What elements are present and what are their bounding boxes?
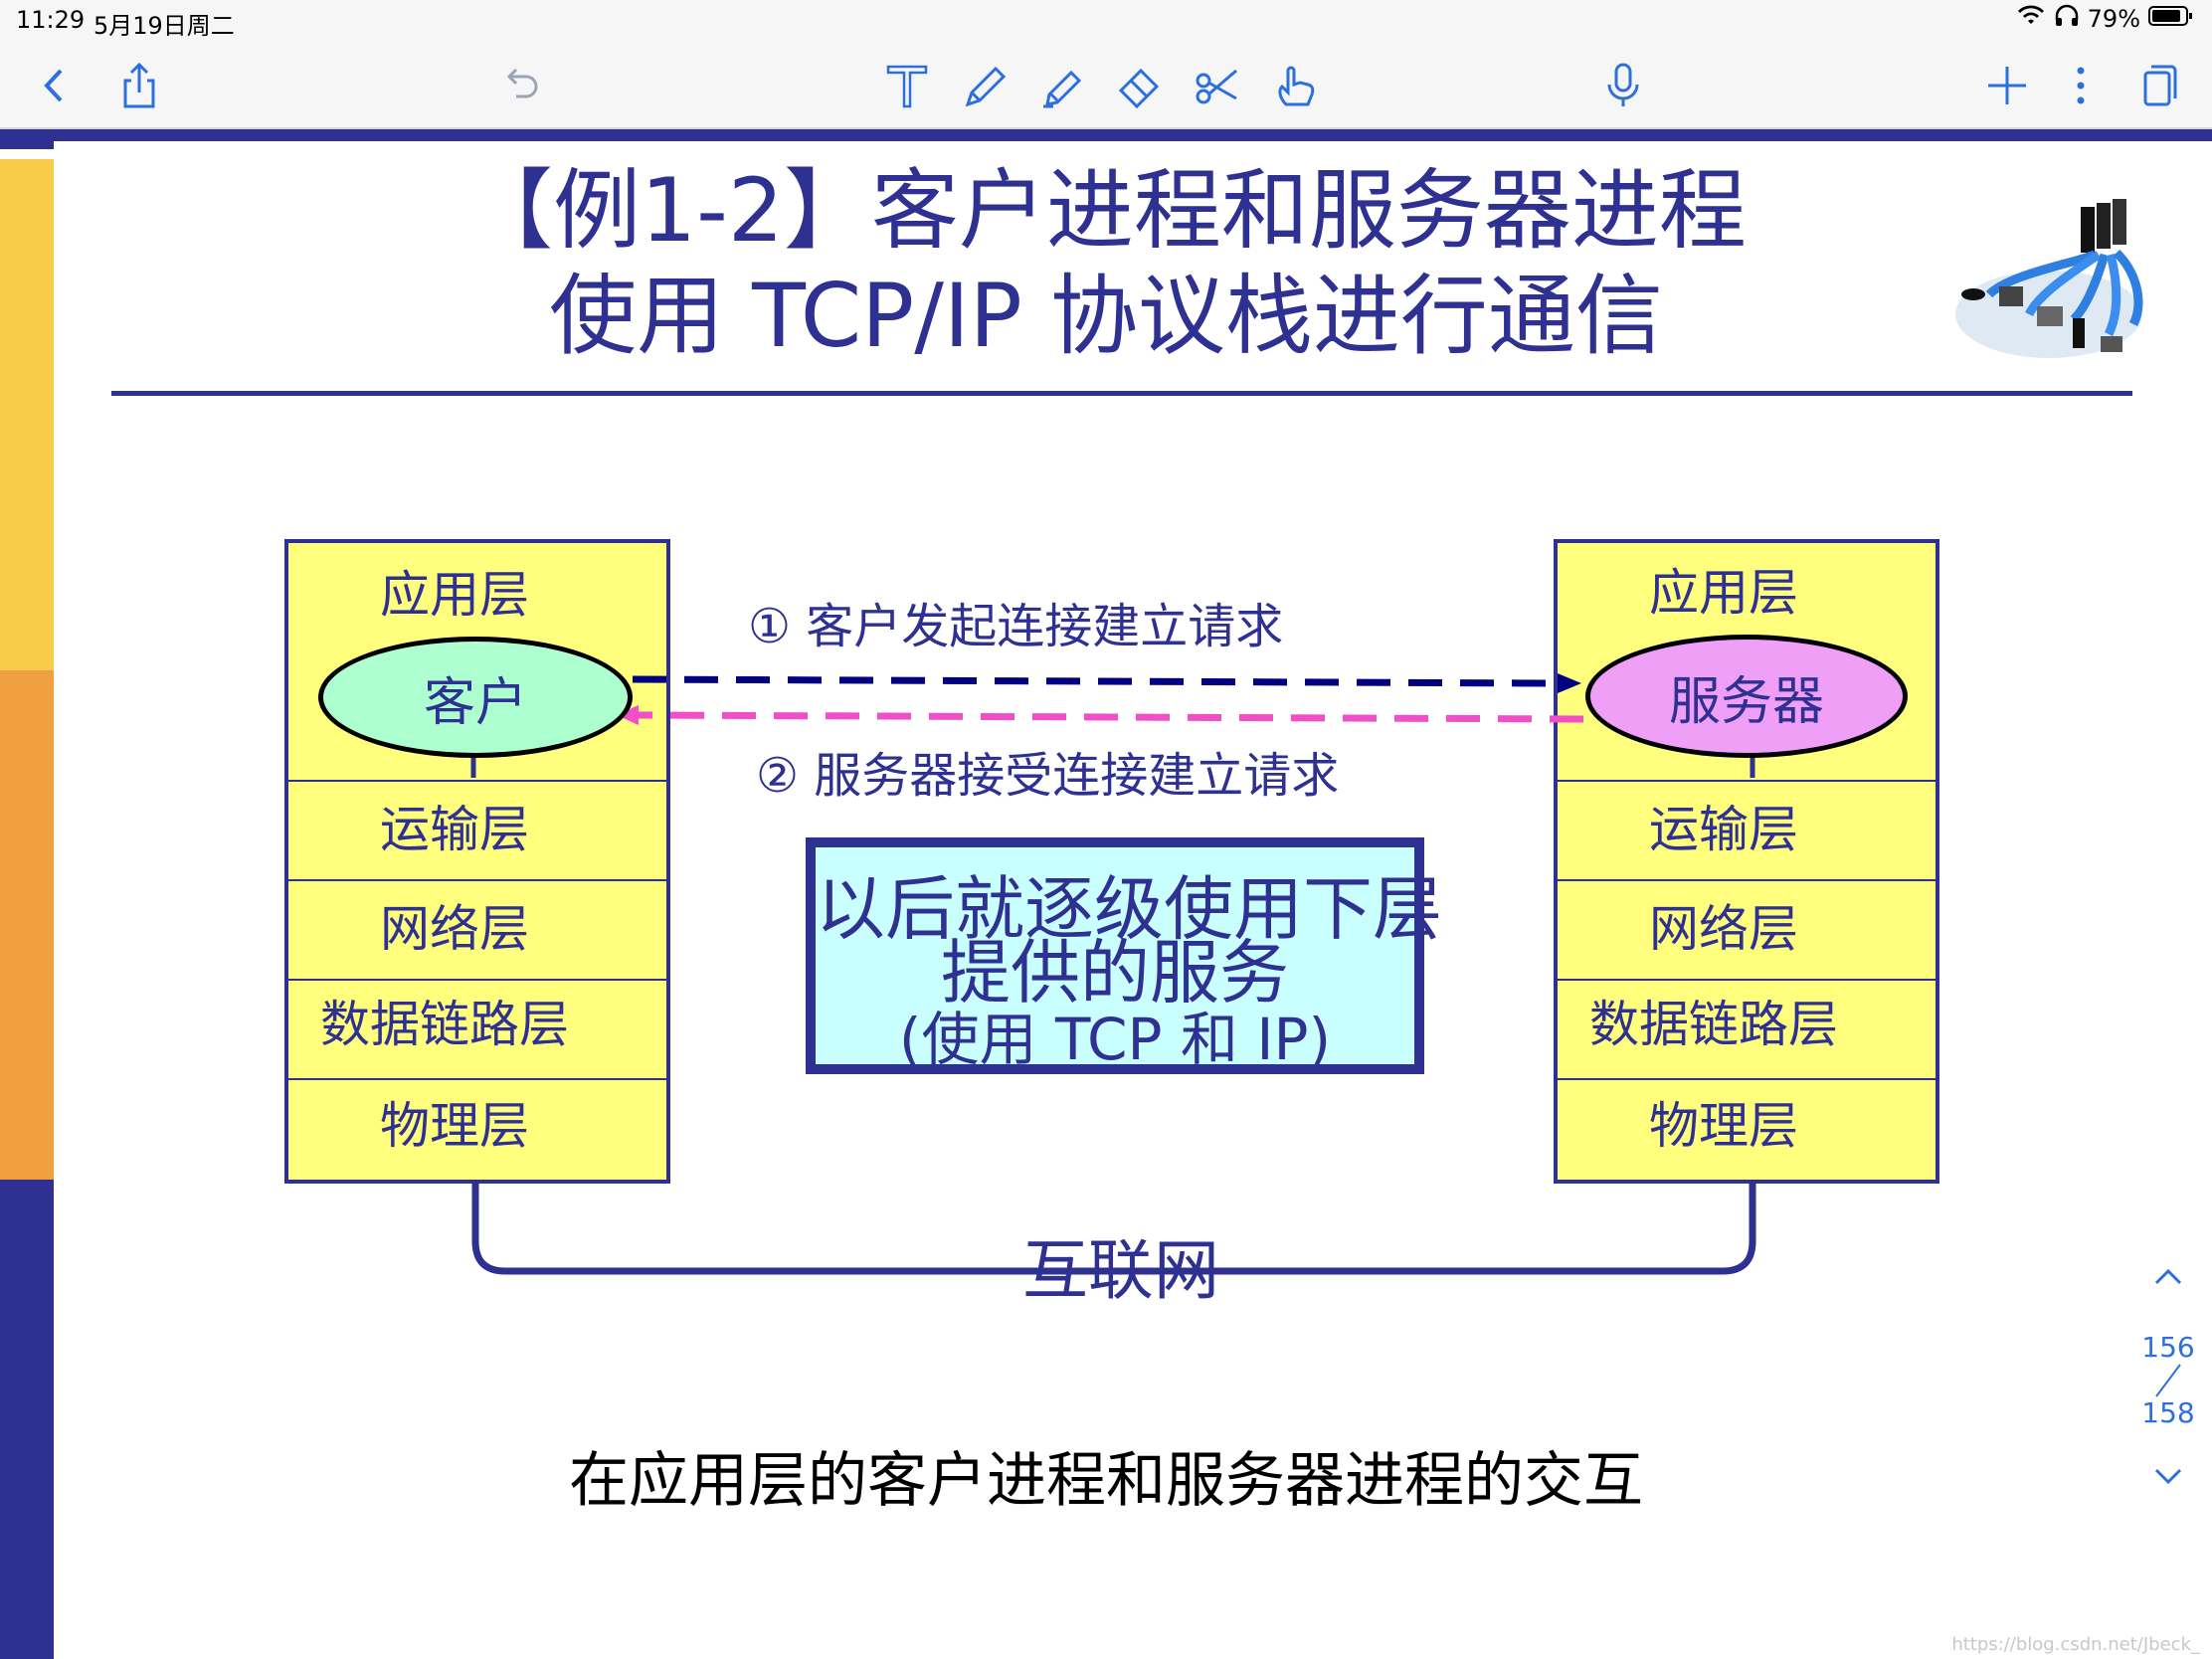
server-layer-physical-row: 物理层: [1558, 1078, 1936, 1178]
client-layer-physical: 物理层: [380, 1097, 529, 1155]
battery-percent: 79%: [2087, 5, 2140, 33]
eraser-icon[interactable]: [1112, 58, 1168, 113]
toolbar: [0, 40, 2212, 129]
server-layer-transport: 运输层: [1649, 801, 1798, 858]
page-total: 158: [2141, 1396, 2195, 1429]
page-current: 156: [2141, 1331, 2195, 1364]
server-layer-application: 应用层: [1649, 564, 1798, 622]
server-process: 服务器: [1585, 635, 1908, 758]
undo-icon[interactable]: [493, 58, 549, 113]
accept-arrow-line: [638, 711, 1584, 723]
left-bar-navy-top: [0, 141, 54, 149]
request-label: ① 客户发起连接建立请求: [748, 599, 1284, 654]
text-tool-icon[interactable]: [879, 58, 935, 113]
microphone-icon[interactable]: [1595, 58, 1651, 113]
add-icon[interactable]: [1979, 58, 2035, 113]
client-layer-network: 网络层: [380, 900, 529, 958]
client-layer-physical-row: 物理层: [288, 1078, 666, 1178]
server-layer-network-row: 网络层: [1558, 879, 1936, 979]
server-layer-physical: 物理层: [1649, 1097, 1798, 1155]
server-layer-network: 网络层: [1649, 900, 1798, 958]
status-time: 11:29: [16, 6, 86, 34]
left-bar-orange: [0, 670, 54, 1180]
client-layer-transport: 运输层: [380, 801, 529, 858]
back-icon[interactable]: [26, 58, 82, 113]
pen-icon[interactable]: [957, 58, 1013, 113]
slide-top-bar: [0, 129, 2212, 141]
client-process-label: 客户: [423, 672, 527, 733]
client-layer-datalink: 数据链路层: [320, 996, 569, 1053]
left-bar-navy: [0, 1180, 54, 1659]
status-bar: 11:29 5月19日周二 79%: [0, 0, 2212, 40]
slide-top-gap: [54, 141, 2212, 153]
accept-label: ② 服务器接受连接建立请求: [756, 748, 1340, 804]
page-down-icon[interactable]: [2132, 1462, 2204, 1497]
service-note-line3: (使用 TCP 和 IP): [898, 1006, 1332, 1073]
hand-icon[interactable]: [1269, 58, 1325, 113]
request-arrow-line: [632, 675, 1559, 687]
service-note-box: 以后就逐级使用下层 提供的服务 (使用 TCP 和 IP): [806, 837, 1442, 1074]
client-layer-network-row: 网络层: [288, 879, 666, 979]
page-up-icon[interactable]: [2132, 1263, 2204, 1298]
server-layer-datalink: 数据链路层: [1589, 996, 1838, 1053]
service-note-line2: 提供的服务: [941, 932, 1289, 1014]
battery-icon: [2148, 4, 2194, 34]
server-layer-transport-row: 运输层: [1558, 780, 1936, 879]
scissors-icon[interactable]: [1190, 58, 1245, 113]
left-bar-yellow: [0, 159, 54, 670]
network-icon: [1949, 195, 2148, 374]
watermark: https://blog.csdn.net/Jbeck_: [1951, 1634, 2200, 1655]
share-icon[interactable]: [111, 58, 167, 113]
client-layer-transport-row: 运输层: [288, 780, 666, 879]
status-right: 79%: [2016, 4, 2194, 34]
more-icon[interactable]: [2053, 58, 2109, 113]
highlighter-icon[interactable]: [1034, 58, 1090, 113]
server-layer-datalink-row: 数据链路层: [1558, 979, 1936, 1078]
internet-link: [471, 1180, 1756, 1275]
page-separator: [2132, 1363, 2204, 1405]
client-layer-datalink-row: 数据链路层: [288, 979, 666, 1078]
status-date: 5月19日周二: [93, 12, 235, 40]
slide-title-line2: 使用 TCP/IP 协议栈进行通信: [549, 265, 1663, 367]
server-protocol-stack: 应用层 运输层 网络层 数据链路层 物理层: [1554, 539, 1939, 1184]
title-divider: [111, 391, 2132, 396]
internet-label: 互联网: [1022, 1232, 1219, 1309]
service-note-line1: 以后就逐级使用下层: [816, 868, 1442, 950]
slide-caption: 在应用层的客户进程和服务器进程的交互: [569, 1446, 1643, 1516]
wifi-icon: [2016, 4, 2046, 34]
accept-arrow-head: [617, 705, 639, 725]
server-process-label: 服务器: [1668, 671, 1824, 732]
headphones-icon: [2054, 4, 2080, 34]
slide-title-line1: 【例1-2】客户进程和服务器进程: [465, 159, 1747, 262]
client-layer-application: 应用层: [380, 566, 529, 624]
request-arrow-head: [1558, 673, 1581, 693]
client-process: 客户: [318, 637, 633, 758]
pages-icon[interactable]: [2132, 58, 2188, 113]
